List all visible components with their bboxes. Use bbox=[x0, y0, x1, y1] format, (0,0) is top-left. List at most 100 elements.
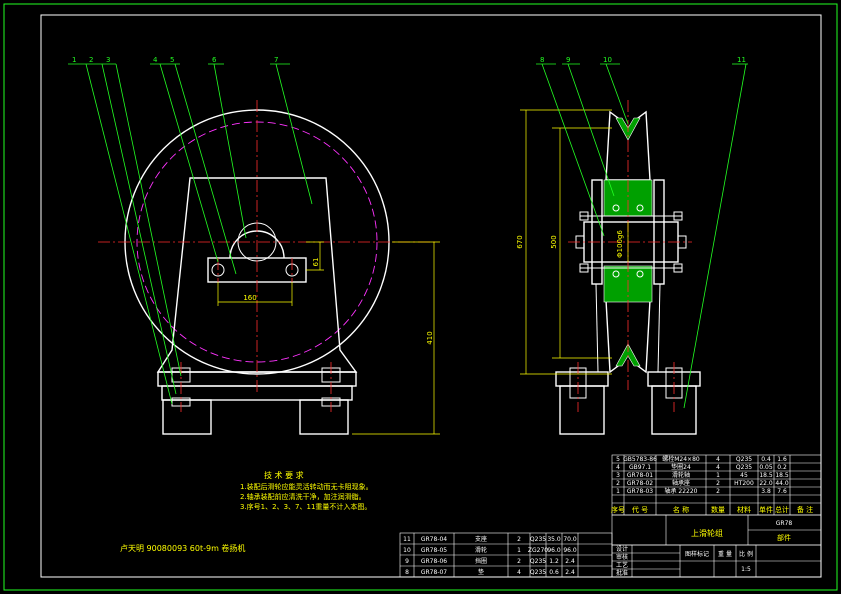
parts-cell: GR78-01 bbox=[627, 472, 653, 479]
dimension-670-label: 670 bbox=[516, 235, 524, 248]
parts-cell: 2 bbox=[716, 480, 720, 487]
front-leaders bbox=[68, 63, 313, 405]
lower-parts-cell: GR78-04 bbox=[421, 536, 447, 543]
balloon-9: 9 bbox=[566, 56, 570, 64]
dimension-61: 61 bbox=[306, 241, 324, 271]
balloon-5: 5 bbox=[170, 56, 174, 64]
support-left-inner bbox=[595, 283, 599, 373]
balloon-1: 1 bbox=[72, 56, 76, 64]
parts-cell: GB97.1 bbox=[629, 464, 651, 471]
outer-border bbox=[3, 3, 838, 591]
scale-value: 1:5 bbox=[741, 566, 751, 573]
parts-cell: 1 bbox=[616, 488, 620, 495]
lower-parts-cell: Q235 bbox=[530, 558, 546, 565]
lower-parts-cell: 96.0 bbox=[563, 547, 577, 554]
lower-parts-cell: 4 bbox=[517, 569, 521, 576]
nut-lr bbox=[673, 263, 683, 273]
parts-cell: HT200 bbox=[734, 480, 754, 487]
balloon-4: 4 bbox=[153, 56, 158, 64]
parts-cell: 7.6 bbox=[777, 488, 787, 495]
drawing-code: GR78 bbox=[776, 520, 793, 527]
parts-cell: 4 bbox=[716, 456, 720, 463]
parts-cell: 0.05 bbox=[759, 464, 773, 471]
parts-cell: GR78-03 bbox=[627, 488, 653, 495]
dimension-670: 670 bbox=[516, 109, 612, 375]
lower-parts-cell: ZG270 bbox=[528, 547, 548, 554]
info-label-weight: 重 量 bbox=[718, 550, 732, 558]
parts-header-cell: 代 号 bbox=[632, 505, 648, 514]
parts-cell: 轴承 22220 bbox=[665, 487, 698, 495]
dimension-410-label: 410 bbox=[426, 331, 434, 344]
lower-parts-cell: GR78-06 bbox=[421, 558, 447, 565]
lower-parts-cell: 2 bbox=[517, 558, 521, 565]
parts-cell: Q235 bbox=[736, 464, 752, 471]
notes-line-1: 1.装配后滑轮应能灵活转动而无卡阻现象。 bbox=[240, 482, 373, 491]
support-right-inner bbox=[657, 283, 661, 373]
parts-cell: 3.8 bbox=[761, 488, 771, 495]
parts-cell: 螺栓M24×80 bbox=[662, 455, 700, 463]
bearing-ball-2 bbox=[636, 204, 644, 212]
author-line: 卢天明 90080093 60t-9m 卷扬机 bbox=[120, 543, 245, 553]
parts-cell: 18.5 bbox=[775, 472, 789, 479]
parts-cell: 0.2 bbox=[777, 464, 787, 471]
side-leaders bbox=[536, 63, 748, 409]
side-plate-right bbox=[653, 179, 665, 285]
parts-cell: 22.0 bbox=[759, 480, 773, 487]
nut-ul bbox=[579, 211, 589, 221]
lower-parts-cell: 8 bbox=[405, 569, 409, 576]
parts-cell: 4 bbox=[616, 464, 620, 471]
parts-cell: 垫圈24 bbox=[671, 463, 691, 471]
notes-line-2: 2.轴承装配前应清洗干净，加注润滑脂。 bbox=[240, 492, 366, 501]
sign-label: 审核 bbox=[616, 553, 628, 561]
parts-cell: 3 bbox=[616, 472, 620, 479]
parts-header-cell: 材料 bbox=[737, 505, 751, 514]
lower-parts-cell: 1.2 bbox=[549, 558, 559, 565]
parts-cell: 2 bbox=[716, 488, 720, 495]
balloon-7: 7 bbox=[274, 56, 278, 64]
dimension-410: 410 bbox=[352, 241, 440, 435]
parts-cell: Q235 bbox=[736, 456, 752, 463]
sign-label: 设计 bbox=[616, 545, 628, 553]
balloon-6: 6 bbox=[212, 56, 217, 64]
dimension-500: 500 bbox=[550, 127, 612, 359]
dimension-61-label: 61 bbox=[312, 258, 320, 267]
parts-cell: 滑轮轴 bbox=[672, 471, 690, 479]
lower-parts-cell: 2.4 bbox=[565, 569, 575, 576]
lower-parts-cell: 70.0 bbox=[563, 536, 577, 543]
dimension-160: 160 bbox=[217, 282, 293, 306]
parts-cell: 1 bbox=[716, 472, 720, 479]
parts-header-cell: 总计 bbox=[775, 505, 789, 514]
support-foot-left bbox=[559, 385, 605, 435]
lower-parts-cell: GR78-05 bbox=[421, 547, 447, 554]
parts-cell: 2 bbox=[616, 480, 620, 487]
nut-ll bbox=[579, 263, 589, 273]
nut-ur bbox=[673, 211, 683, 221]
balloon-3: 3 bbox=[106, 56, 110, 64]
balloon-8: 8 bbox=[540, 56, 544, 64]
sign-label: 工艺 bbox=[616, 561, 628, 569]
lower-parts-cell: 0.6 bbox=[549, 569, 559, 576]
parts-cell: GR78-02 bbox=[627, 480, 653, 487]
parts-header-cell: 备 注 bbox=[797, 505, 813, 514]
parts-cell: 45 bbox=[740, 472, 748, 479]
sign-label: 批准 bbox=[616, 569, 628, 577]
lower-parts-cell: 支座 bbox=[475, 535, 487, 543]
parts-cell: 18.5 bbox=[759, 472, 773, 479]
parts-cell: 4 bbox=[716, 464, 720, 471]
parts-header-cell: 序号 bbox=[611, 505, 625, 514]
info-label-mark: 图样标记 bbox=[685, 550, 709, 558]
lower-parts-cell: 滑轮 bbox=[475, 546, 487, 554]
section-label: 部件 bbox=[777, 533, 791, 542]
parts-header-cell: 数量 bbox=[711, 505, 725, 514]
lower-parts-cell: 垫 bbox=[478, 568, 484, 576]
parts-cell: 0.4 bbox=[761, 456, 771, 463]
lower-parts-cell: 35.0 bbox=[547, 536, 561, 543]
parts-cell: 1.6 bbox=[777, 456, 787, 463]
lower-parts-cell: 2.4 bbox=[565, 558, 575, 565]
parts-cell: 5 bbox=[616, 456, 620, 463]
dimension-bore-label: Φ100g6 bbox=[616, 230, 624, 258]
front-view: 160 61 410 1 bbox=[68, 56, 440, 435]
lower-parts-cell: Q235 bbox=[530, 536, 546, 543]
